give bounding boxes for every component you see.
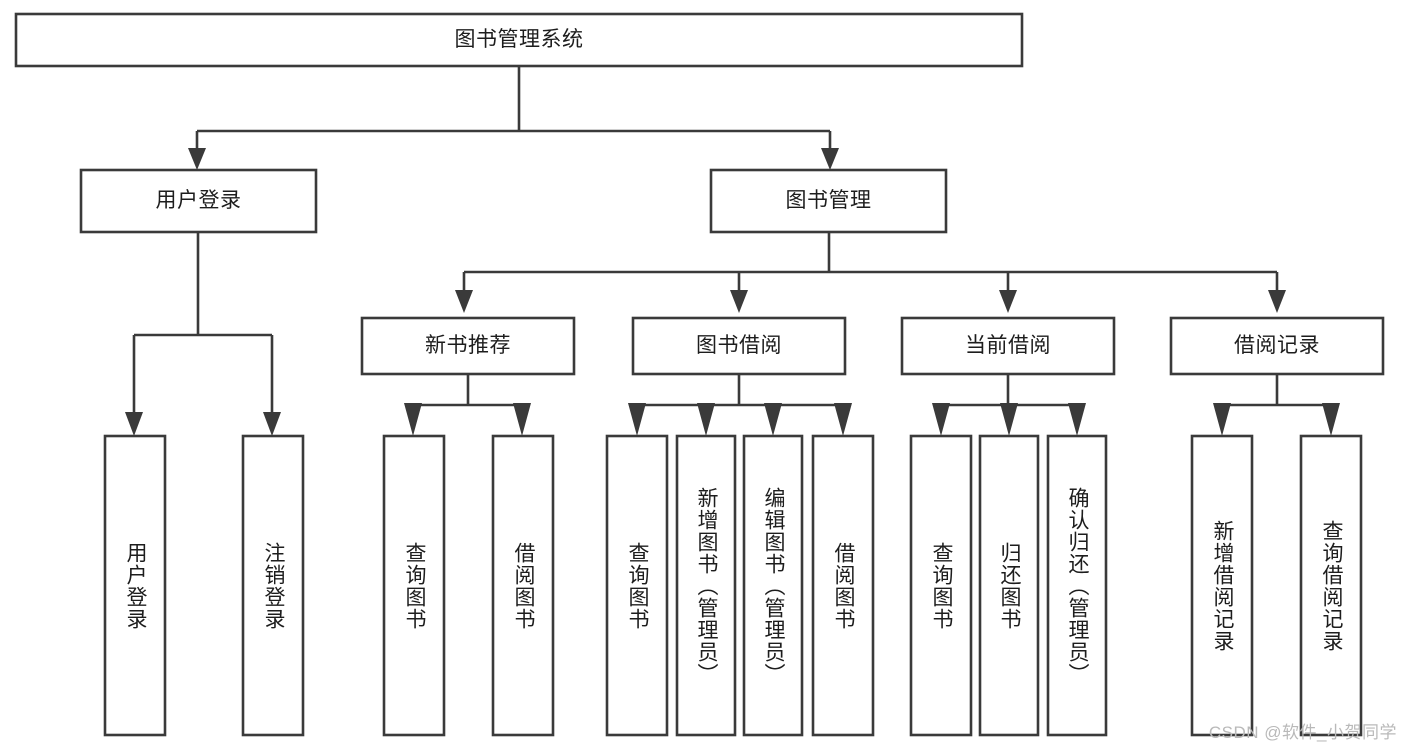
node-box-new-book-recommend[interactable]	[360, 316, 576, 376]
node-label-book-borrow: 图书借阅	[696, 334, 782, 358]
node-label-user-login: 用户登录	[155, 189, 242, 213]
node-box-user-login[interactable]	[79, 168, 318, 234]
arrow-head-bb3	[764, 403, 782, 436]
node-label-book-manage: 图书管理	[785, 189, 872, 213]
arrow-head-current-borrow	[999, 290, 1017, 313]
node-box-leaf-book-borrow-1[interactable]	[675, 434, 737, 737]
node-label-leaf-book-borrow-3: 借阅图书	[832, 541, 855, 630]
node-label-leaf-user-login-0: 用户登录	[124, 541, 147, 630]
node-box-leaf-book-borrow-0[interactable]	[605, 434, 669, 737]
node-label-leaf-current-borrow-0: 查询图书	[930, 541, 953, 630]
arrow-head-br2	[1322, 403, 1340, 436]
arrow-head-user-login	[188, 148, 206, 170]
arrow-head-cb2	[1000, 403, 1018, 436]
arrow-head-nb2	[513, 403, 531, 436]
node-box-root[interactable]	[14, 12, 1024, 68]
node-label-leaf-user-login-1: 注销登录	[262, 541, 285, 630]
arrow-head-bb1	[628, 403, 646, 436]
node-box-leaf-borrow-record-0[interactable]	[1190, 434, 1254, 737]
node-box-leaf-book-borrow-2[interactable]	[742, 434, 804, 737]
arrow-head-book-borrow	[730, 290, 748, 313]
node-label-leaf-current-borrow-1: 归还图书	[998, 541, 1021, 630]
arrow-head-u2	[263, 412, 281, 436]
node-label-leaf-book-borrow-1: 新增图书（管理员）	[695, 486, 718, 685]
node-label-leaf-borrow-record-0: 新增借阅记录	[1211, 519, 1234, 652]
arrow-head-cb1	[932, 403, 950, 436]
node-box-book-manage[interactable]	[709, 168, 948, 234]
node-label-borrow-record: 借阅记录	[1234, 334, 1320, 358]
arrow-head-book-manage	[821, 148, 839, 170]
node-label-current-borrow: 当前借阅	[965, 334, 1051, 358]
arrow-head-bb4	[834, 403, 852, 436]
node-box-leaf-current-borrow-1[interactable]	[978, 434, 1040, 737]
arrow-head-borrow-record	[1268, 290, 1286, 313]
node-label-leaf-book-borrow-0: 查询图书	[626, 541, 649, 630]
node-box-leaf-new-book-0[interactable]	[382, 434, 446, 737]
node-label-new-book-recommend: 新书推荐	[425, 334, 511, 358]
node-box-leaf-current-borrow-0[interactable]	[909, 434, 973, 737]
node-box-book-borrow[interactable]	[631, 316, 847, 376]
node-label-root: 图书管理系统	[454, 28, 584, 52]
node-box-current-borrow[interactable]	[900, 316, 1116, 376]
arrow-head-cb3	[1068, 403, 1086, 436]
arrow-head-u1	[125, 412, 143, 436]
node-label-leaf-new-book-0: 查询图书	[403, 541, 426, 630]
node-box-leaf-borrow-record-1[interactable]	[1299, 434, 1363, 737]
arrow-head-nb1	[404, 403, 422, 436]
node-label-leaf-new-book-1: 借阅图书	[512, 541, 535, 630]
node-box-leaf-current-borrow-2[interactable]	[1046, 434, 1108, 737]
node-box-leaf-user-login-0[interactable]	[103, 434, 167, 737]
arrow-head-new-book	[455, 290, 473, 313]
node-label-leaf-borrow-record-1: 查询借阅记录	[1320, 519, 1343, 652]
node-box-leaf-book-borrow-3[interactable]	[811, 434, 875, 737]
node-box-leaf-user-login-1[interactable]	[241, 434, 305, 737]
arrow-head-bb2	[697, 403, 715, 436]
node-label-leaf-book-borrow-2: 编辑图书（管理员）	[762, 486, 785, 685]
arrow-head-br1	[1213, 403, 1231, 436]
node-label-leaf-current-borrow-2: 确认归还（管理员）	[1066, 486, 1089, 685]
node-box-leaf-new-book-1[interactable]	[491, 434, 555, 737]
